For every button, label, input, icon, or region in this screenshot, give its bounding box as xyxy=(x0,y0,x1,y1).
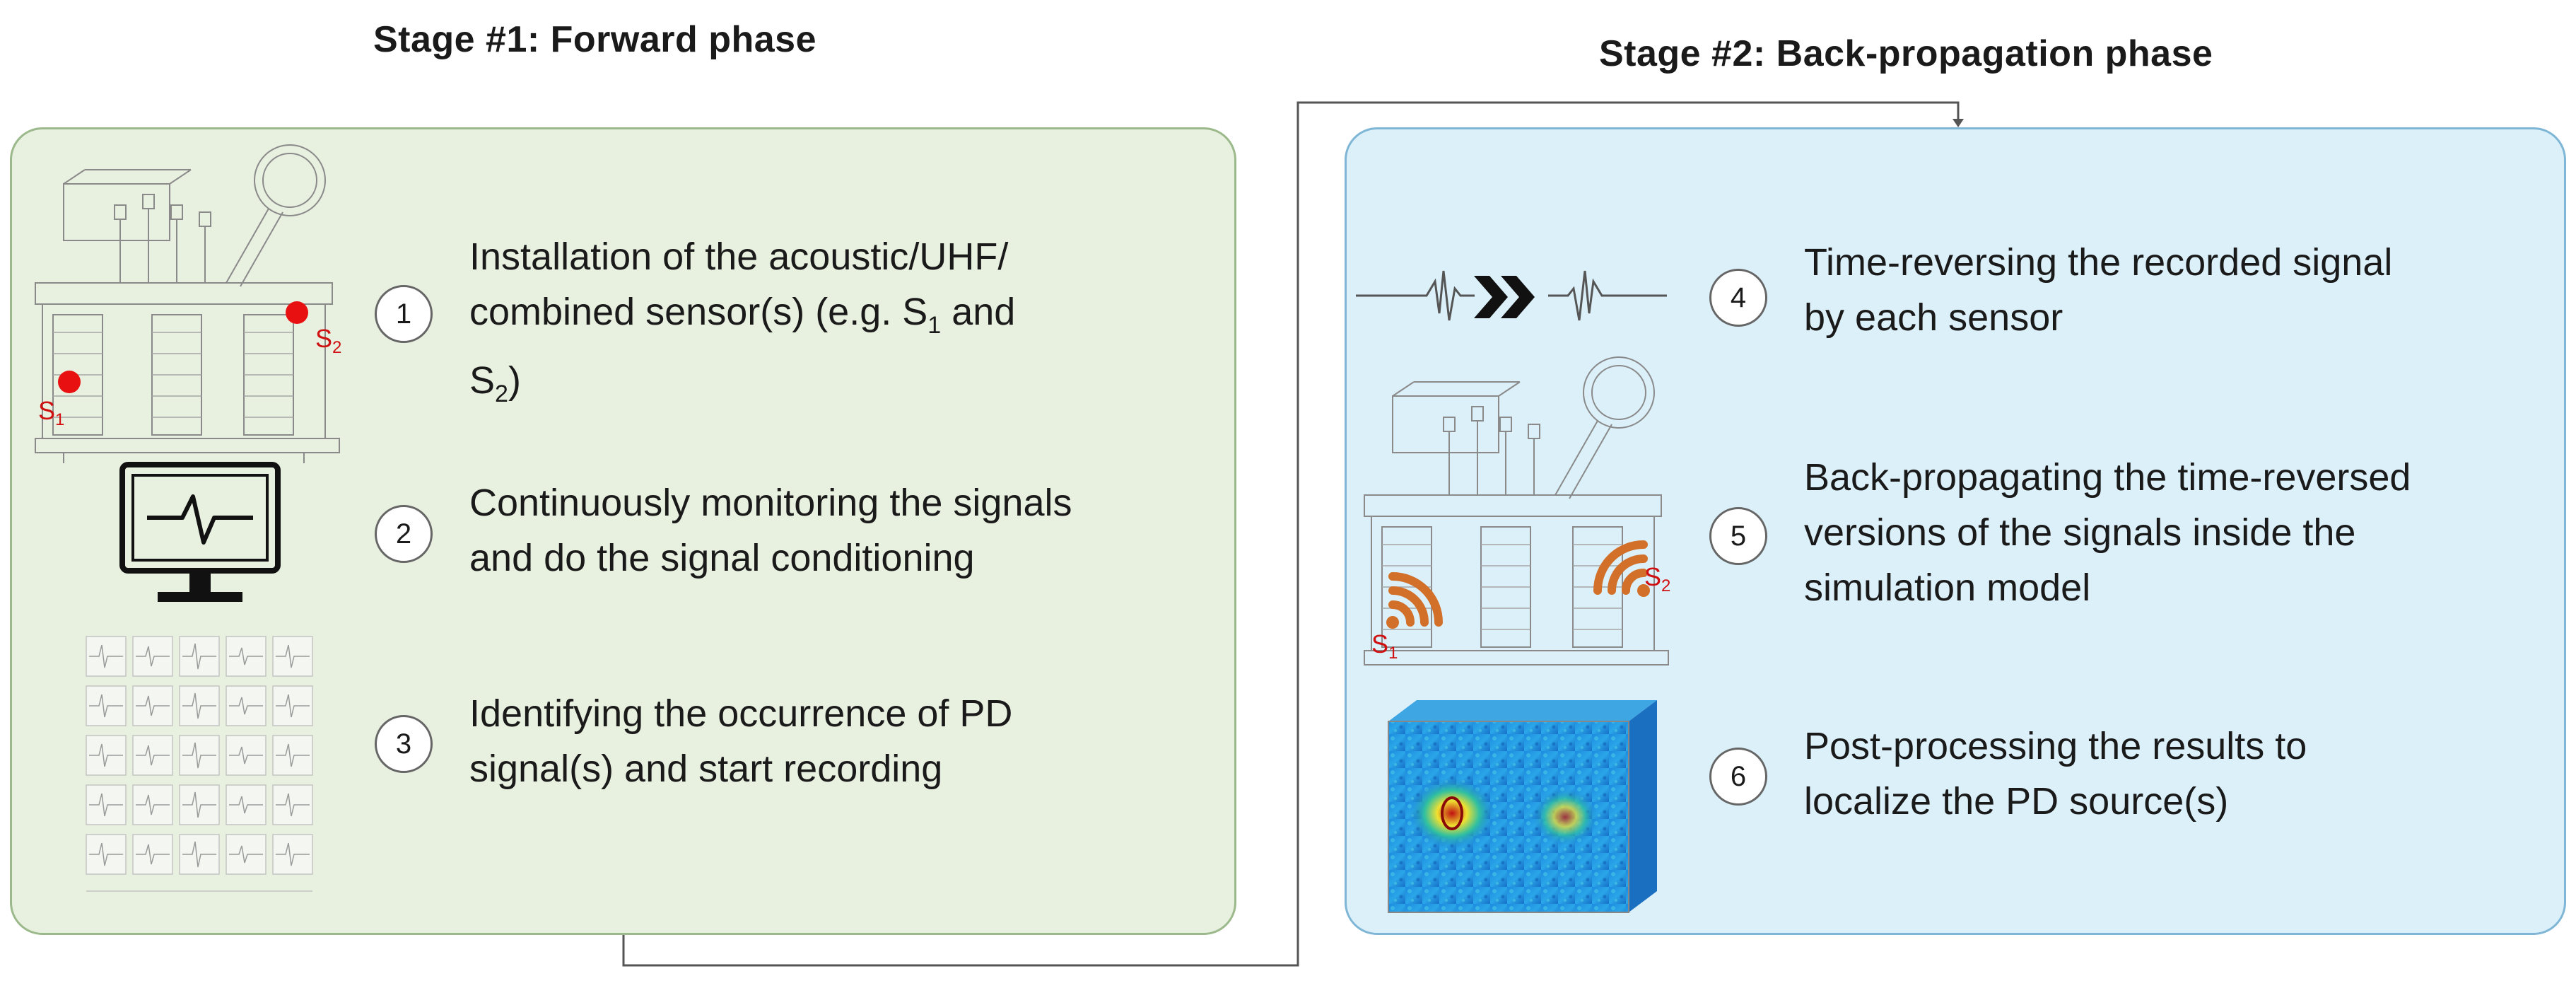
monitor-icon xyxy=(119,462,281,602)
step-2-text: Continuously monitoring the signals and … xyxy=(469,482,1072,579)
step-1-badge: 1 xyxy=(375,285,433,343)
heatmap-box-icon xyxy=(1388,700,1657,913)
waveform-icon xyxy=(1356,270,1667,321)
sensor-label-s1-stage2: S1 xyxy=(1371,629,1398,663)
transformer-icon-stage2 xyxy=(1364,356,1669,666)
step-5-text: Back-propagating the time-reversed versi… xyxy=(1804,456,2411,609)
step-6-text: Post-processing the results to localize … xyxy=(1804,725,2307,823)
step-1-text: Installation of the acoustic/UHF/ combin… xyxy=(469,236,1016,407)
stage2-title: Stage #2: Back-propagation phase xyxy=(1599,33,2213,74)
sensor-s1-dot xyxy=(58,371,81,393)
step-2-badge: 2 xyxy=(375,505,433,563)
wave-emission-icon xyxy=(1386,572,1443,629)
stage1-title: Stage #1: Forward phase xyxy=(373,19,817,60)
sensor-label-s2: S2 xyxy=(315,324,342,358)
transformer-icon xyxy=(35,144,340,463)
sensor-label-s1: S1 xyxy=(38,396,65,430)
step-6-badge: 6 xyxy=(1709,748,1767,806)
step-5-badge: 5 xyxy=(1709,507,1767,565)
step-4-badge: 4 xyxy=(1709,269,1767,327)
step-3-text: Identifying the occurrence of PD signal(… xyxy=(469,692,1013,790)
step-4-text: Time-reversing the recorded signal by ea… xyxy=(1804,241,2393,339)
sensor-label-s2-stage2: S2 xyxy=(1644,562,1671,596)
step-3-badge: 3 xyxy=(375,715,433,773)
sensor-s2-dot xyxy=(286,301,308,324)
wave-emission-icon-s2 xyxy=(1593,540,1650,597)
signal-grid-icon xyxy=(86,636,313,892)
double-chevron-icon xyxy=(1474,276,1535,318)
